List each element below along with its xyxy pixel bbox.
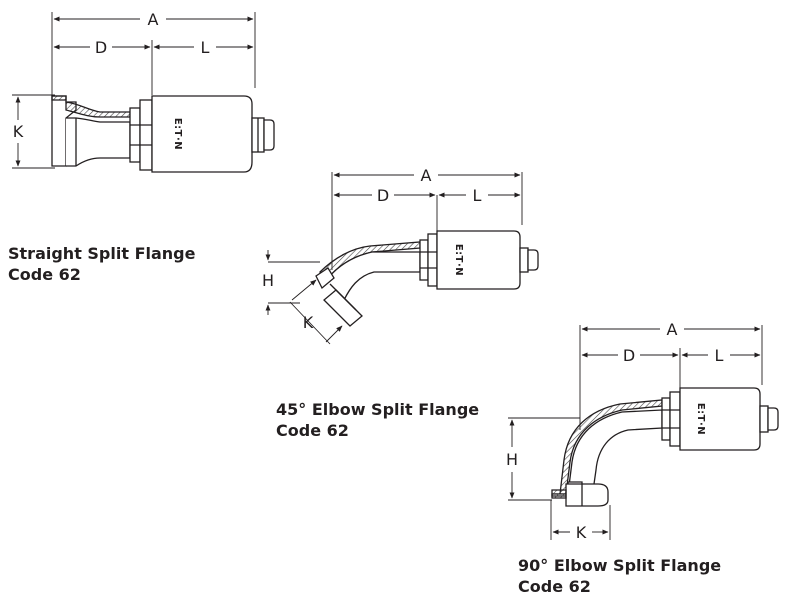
dim-label-l: L — [715, 346, 724, 365]
elbow45-flange-caption: 45° Elbow Split Flange Code 62 — [276, 399, 479, 441]
dim-label-l: L — [201, 38, 210, 57]
eaton-logo: E:T·N — [695, 403, 706, 435]
elbow90-fitting-drawing — [508, 325, 779, 540]
dim-label-h: H — [506, 450, 518, 469]
caption-code: Code 62 — [8, 265, 81, 284]
eaton-logo: E:T·N — [453, 244, 464, 276]
elbow45-fitting-drawing — [265, 172, 539, 345]
dim-label-h: H — [262, 271, 274, 290]
dim-label-a: A — [148, 10, 159, 29]
caption-title: 45° Elbow Split Flange — [276, 400, 480, 419]
caption-title: Straight Split Flange — [8, 244, 196, 263]
dim-label-l: L — [473, 186, 482, 205]
straight-fitting-drawing — [12, 12, 275, 173]
straight-flange-caption: Straight Split Flange Code 62 — [8, 243, 195, 285]
dim-label-a: A — [667, 320, 678, 339]
dim-label-k: K — [576, 523, 587, 542]
dim-label-k: K — [13, 122, 24, 141]
elbow90-flange-caption: 90° Elbow Split Flange Code 62 — [518, 555, 721, 597]
dim-label-k: K — [303, 313, 314, 332]
dim-label-d: D — [623, 346, 635, 365]
caption-code: Code 62 — [276, 421, 349, 440]
dim-label-a: A — [421, 166, 432, 185]
caption-title: 90° Elbow Split Flange — [518, 556, 722, 575]
caption-code: Code 62 — [518, 577, 591, 596]
dim-label-d: D — [95, 38, 107, 57]
dim-label-d: D — [377, 186, 389, 205]
dimension-line-k — [291, 279, 317, 301]
eaton-logo: E:T·N — [172, 118, 183, 150]
